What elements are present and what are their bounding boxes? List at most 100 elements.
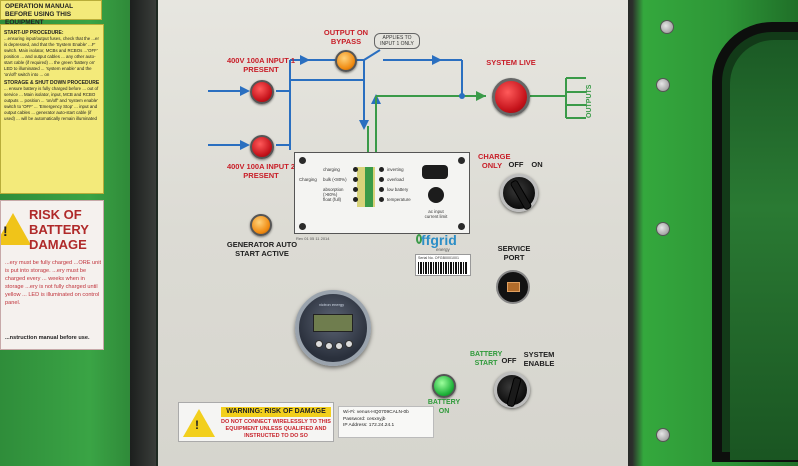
bolt bbox=[656, 78, 670, 92]
bolt bbox=[656, 222, 670, 236]
arrow-icon bbox=[432, 55, 442, 65]
manual-sticker: OPERATION MANUAL BEFORE USING THIS EQUIP… bbox=[0, 0, 102, 26]
charge-selector-switch[interactable] bbox=[500, 174, 538, 212]
bypass-note: APPLIES TO INPUT 1 ONLY bbox=[374, 33, 420, 49]
exclamation-icon: ! bbox=[195, 418, 199, 432]
startup-heading: START-UP PROCEDURE: bbox=[4, 30, 64, 36]
revision-label: Rev 01 05 11 2014 bbox=[296, 236, 330, 241]
screw bbox=[458, 223, 465, 230]
window-glass bbox=[730, 40, 798, 460]
state-temperature: temperature bbox=[387, 197, 411, 202]
offgrid-logo-icon bbox=[416, 234, 422, 244]
wireless-warning-sticker: ! WARNING: RISK OF DAMAGE DO NOT CONNECT… bbox=[178, 402, 334, 442]
risk-body: ...ery must be fully charged ...ORE unit… bbox=[5, 260, 102, 306]
arrow-icon bbox=[240, 86, 250, 96]
monitor-button[interactable] bbox=[315, 340, 323, 348]
current-limit-label: ac input current limit bbox=[424, 209, 448, 219]
shutdown-text: ... ensure battery is fully charged befo… bbox=[4, 86, 99, 121]
bypass-lamp bbox=[335, 50, 357, 72]
led bbox=[379, 167, 384, 172]
system-enable-label: SYSTEM ENABLE bbox=[523, 350, 555, 368]
input2-present-lamp bbox=[250, 135, 274, 159]
led bbox=[379, 197, 384, 202]
arrow-icon bbox=[240, 140, 250, 150]
state-overload: overload bbox=[387, 177, 404, 182]
service-port[interactable] bbox=[496, 270, 530, 304]
exclamation-icon: ! bbox=[3, 223, 8, 239]
junction-dot bbox=[459, 93, 465, 99]
service-port-label: SERVICE PORT bbox=[497, 244, 531, 262]
monitor-button[interactable] bbox=[345, 340, 353, 348]
screw bbox=[299, 223, 306, 230]
current-limit-knob[interactable] bbox=[428, 187, 444, 203]
input2-label: 400V 100A INPUT 2 PRESENT bbox=[226, 162, 296, 180]
state-charging: charging bbox=[323, 167, 340, 172]
brand-logo: ffgrid bbox=[421, 232, 457, 248]
input1-present-lamp bbox=[250, 80, 274, 104]
state-float: float (full) bbox=[323, 197, 342, 202]
battery-start-switch[interactable] bbox=[494, 372, 530, 408]
monitor-display bbox=[313, 314, 353, 332]
state-bulk: bulk (<80%) bbox=[323, 177, 347, 182]
risk-of-battery-damage-sticker: ! RISK OF BATTERY DAMAGE ...ery must be … bbox=[0, 200, 104, 350]
state-low-battery: low battery bbox=[387, 187, 409, 192]
wifi-ssid: Wi-Fi: venus-HQ0709CALN-0b bbox=[343, 410, 409, 415]
bypass-switch-contact bbox=[363, 49, 381, 61]
battery-on-label: BATTERY ON bbox=[427, 399, 461, 415]
procedure-sticker: START-UP PROCEDURE: ...ensuring input/ou… bbox=[0, 24, 104, 194]
battery-off-label: OFF bbox=[501, 356, 517, 365]
generator-label: GENERATOR AUTO START ACTIVE bbox=[226, 240, 298, 258]
arrow-icon bbox=[300, 55, 310, 65]
battery-monitor: victron energy bbox=[295, 290, 371, 366]
system-live-lamp bbox=[492, 78, 530, 116]
green-strip bbox=[365, 167, 373, 207]
status-indicator-board: Charging charging bulk (<80%) absorption… bbox=[294, 152, 470, 234]
system-live-label: SYSTEM LIVE bbox=[486, 58, 536, 67]
shutdown-heading: STORAGE & SHUT DOWN PROCEDURE bbox=[4, 80, 100, 86]
screw bbox=[299, 157, 306, 164]
charge-off-label: OFF bbox=[508, 160, 524, 169]
barcode bbox=[418, 262, 468, 274]
usb-port-icon bbox=[507, 282, 520, 292]
wifi-ip: IP Address: 172.24.24.1 bbox=[343, 423, 395, 428]
warning-heading: WARNING: RISK OF DAMAGE bbox=[221, 407, 331, 417]
startup-text: ...ensuring input/output fuses, check th… bbox=[4, 36, 99, 77]
bypass-label: OUTPUT ON BYPASS bbox=[323, 28, 369, 46]
brand-sub: energy bbox=[436, 247, 450, 252]
risk-title: RISK OF BATTERY DAMAGE bbox=[29, 207, 89, 252]
arrow-icon bbox=[476, 91, 486, 101]
monitor-button[interactable] bbox=[335, 342, 343, 350]
door-edge bbox=[130, 0, 156, 466]
state-inverting: inverting bbox=[387, 167, 404, 172]
led bbox=[353, 197, 358, 202]
led bbox=[379, 177, 384, 182]
switch-handle[interactable] bbox=[509, 179, 533, 211]
bolt bbox=[660, 20, 674, 34]
current-limit-display bbox=[422, 165, 448, 179]
battery-on-lamp bbox=[432, 374, 456, 398]
charge-on-label: ON bbox=[531, 160, 543, 169]
outputs-label: OUTPUTS bbox=[586, 84, 593, 118]
input1-label: 400V 100A INPUT 1 PRESENT bbox=[226, 56, 296, 74]
wifi-sticker: Wi-Fi: venus-HQ0709CALN-0b Password: ces… bbox=[338, 406, 434, 438]
monitor-brand: victron energy bbox=[319, 302, 345, 307]
charge-only-label: CHARGE ONLY bbox=[478, 152, 511, 170]
risk-footer: ...nstruction manual before use. bbox=[5, 335, 90, 341]
led bbox=[353, 187, 358, 192]
led bbox=[379, 187, 384, 192]
screw bbox=[458, 157, 465, 164]
monitor-button[interactable] bbox=[325, 342, 333, 350]
warning-triangle-icon bbox=[183, 409, 215, 437]
serial-text: Serial No. OFGB0001001 bbox=[418, 256, 459, 260]
led bbox=[353, 167, 358, 172]
state-absorption: absorption (>80%) bbox=[323, 187, 344, 197]
manual-sticker-text: OPERATION MANUAL BEFORE USING THIS EQUIP… bbox=[5, 3, 74, 26]
warning-body: DO NOT CONNECT WIRELESSLY TO THIS EQUIPM… bbox=[221, 419, 331, 439]
led bbox=[353, 177, 358, 182]
warning-triangle-icon bbox=[1, 213, 31, 245]
charging-group-label: Charging bbox=[299, 177, 317, 182]
wifi-password: Password: cesxnyjb bbox=[343, 416, 386, 422]
arrow-icon bbox=[359, 120, 369, 130]
switch-handle[interactable] bbox=[506, 376, 522, 408]
